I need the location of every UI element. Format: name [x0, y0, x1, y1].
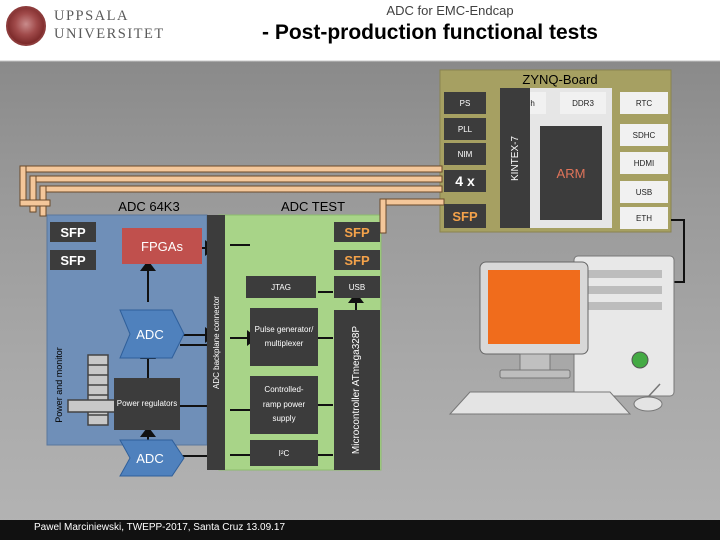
power-monitor-label-wrap: Power and monitor [48, 325, 70, 445]
computer-icon [448, 255, 675, 415]
eth-block: ETH [620, 207, 668, 229]
backplane-label: ADC backplane connector [211, 296, 221, 389]
fpgas-block: FPGAs [122, 228, 202, 264]
fiber-links [19, 165, 445, 234]
adc-test-title: ADC TEST [280, 198, 346, 214]
kintex-block: KINTEX-7 [500, 88, 530, 228]
microcontroller-block: Microcontroller ATmega328P [334, 310, 380, 470]
four-x-block: 4 x [444, 170, 486, 192]
adc-bottom-label: ADC [136, 450, 164, 466]
link-2-down [29, 175, 37, 213]
eth-cable [671, 219, 685, 283]
sdhc-block: SDHC [620, 124, 668, 146]
link-2 [29, 175, 443, 183]
header-top-line: ADC for EMC-Endcap [386, 2, 514, 18]
ps-block: PS [444, 92, 486, 114]
footer-text: Pawel Marciniewski, TWEPP-2017, Santa Cr… [34, 522, 286, 533]
usb-block-test: USB [334, 276, 380, 298]
rtc-block: RTC [620, 92, 668, 114]
backplane-connector: ADC backplane connector [207, 215, 225, 470]
link-3 [39, 185, 443, 193]
slide-title: - Post-production functional tests [262, 21, 598, 44]
sfp-block-test-bottom: SFP [334, 250, 380, 270]
pulse-generator-block: Pulse generator/ multiplexer [250, 308, 318, 366]
university-logo: UPPSALA UNIVERSITET [2, 2, 163, 46]
power-monitor-label: Power and monitor [54, 347, 65, 423]
link-5 [379, 198, 445, 206]
adc-64k3-title: ADC 64K3 [118, 198, 180, 214]
usb-block-zynq: USB [620, 181, 668, 203]
controlled-ramp-block: Controlled-ramp power supply [250, 376, 318, 434]
adc-label: ADC [136, 326, 164, 342]
sfp-block-test-top: SFP [334, 222, 380, 242]
sfp-block-adc-bottom: SFP [50, 250, 96, 270]
adc-chip-shape [119, 309, 185, 359]
arm-block: ARM [540, 126, 602, 220]
link-5-down [379, 198, 387, 234]
logo-line-1: UPPSALA [54, 8, 129, 24]
sfp-block-adc-top: SFP [50, 222, 96, 242]
kintex-label: KINTEX-7 [509, 135, 521, 181]
pll-block: PLL [444, 118, 486, 140]
hdmi-block: HDMI [620, 152, 668, 174]
link-4 [19, 199, 51, 207]
power-regulators-block: Power regulators [114, 378, 180, 430]
zynq-board-title: ZYNQ-Board [522, 72, 598, 87]
jtag-block: JTAG [246, 276, 316, 298]
university-seal-icon [6, 6, 46, 46]
link-1 [19, 165, 443, 173]
sfp-block-zynq: SFP [444, 204, 486, 228]
nim-block: NIM [444, 143, 486, 165]
microcontroller-label: Microcontroller ATmega328P [351, 325, 363, 455]
adc-bottom-chip-shape [119, 439, 185, 477]
power-bus [67, 354, 119, 426]
i2c-block: I²C [250, 440, 318, 466]
footer-bar [0, 520, 720, 540]
ddr3-block: DDR3 [560, 92, 606, 114]
logo-line-2: UNIVERSITET [54, 26, 165, 42]
